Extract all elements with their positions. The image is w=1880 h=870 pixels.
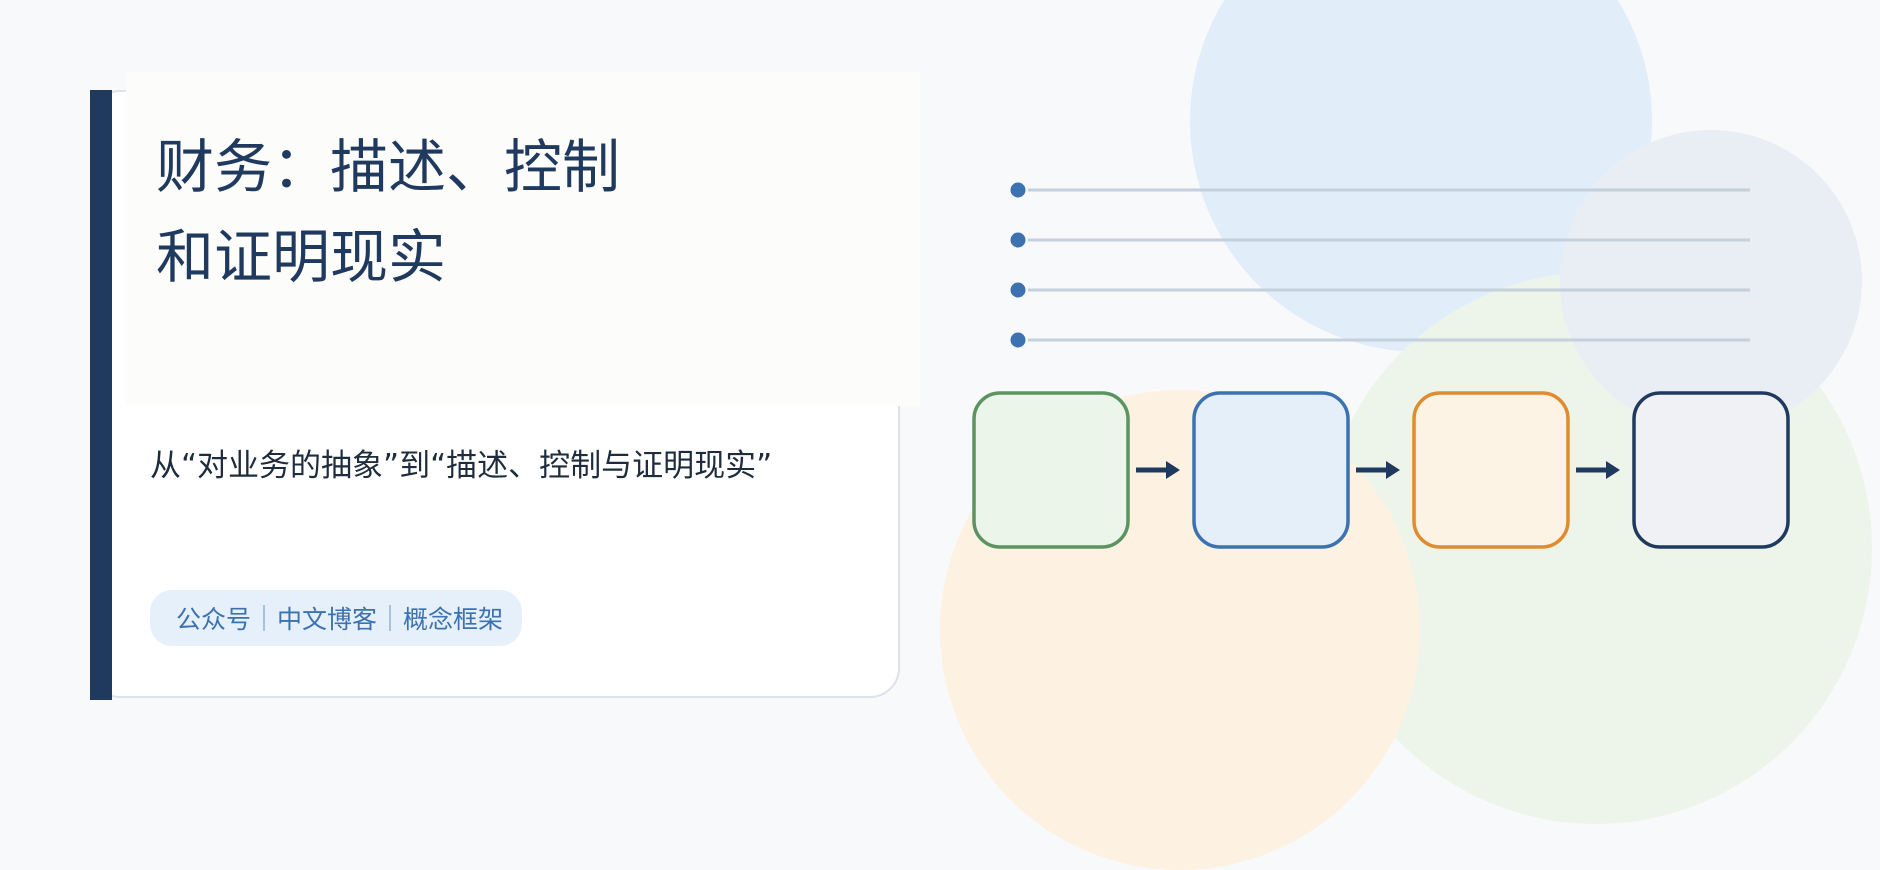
flow-box-1 [972,391,1130,549]
tag-blog: 中文博客 [277,605,378,634]
arrow-right-icon [1606,461,1620,479]
bullet-list [1010,182,1750,348]
tag-separator [389,605,392,631]
bullet-dot [1010,332,1026,348]
page-title-line-1: 财务：描述、控制 [156,133,621,201]
title-panel [126,72,920,406]
bullet-dot [1010,232,1026,248]
flow-box-3 [1412,391,1570,549]
bullet-dot [1010,282,1026,298]
arrow-right-icon [1386,461,1400,479]
bullet-dot [1010,182,1026,198]
flow-box-2 [1192,391,1350,549]
tag-wechat: 公众号 [176,605,252,634]
tag-framework: 概念框架 [403,605,504,634]
page-title-line-2: 和证明现实 [156,223,447,291]
arrow-right-icon [1166,461,1180,479]
tag-separator [263,605,266,631]
card-accent-bar [90,90,112,700]
flow-chain [972,391,1790,549]
subtitle: 从“对业务的抽象”到“描述、控制与证明现实” [150,448,773,484]
flow-box-4 [1632,391,1790,549]
bg-circle-slate [1560,130,1862,432]
tag-pill: 公众号 中文博客 概念框架 [150,590,522,646]
concept-diagram [972,182,1790,549]
